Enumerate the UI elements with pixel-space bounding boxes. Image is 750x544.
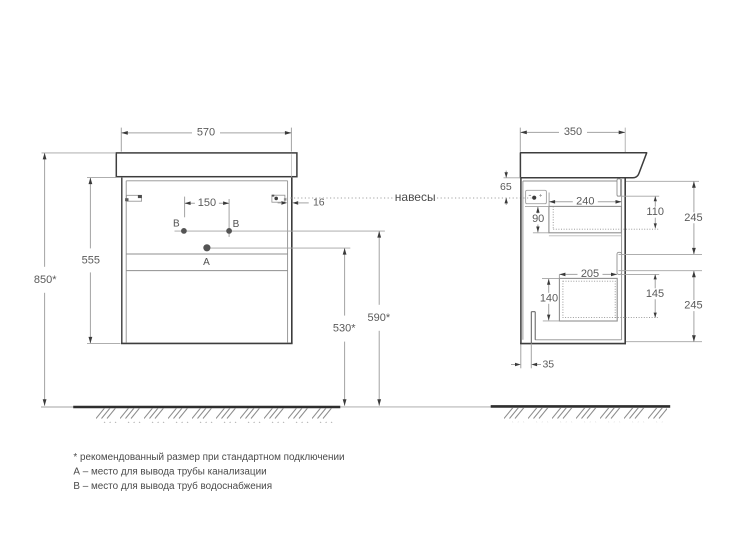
svg-text:110: 110 bbox=[646, 206, 664, 218]
svg-text:850*: 850* bbox=[34, 274, 57, 286]
svg-text:* рекомендованный размер при с: * рекомендованный размер при стандартном… bbox=[73, 452, 344, 463]
svg-text:навесы: навесы bbox=[395, 190, 436, 204]
svg-text:245: 245 bbox=[684, 300, 702, 312]
svg-text:145: 145 bbox=[646, 288, 664, 300]
svg-text:350: 350 bbox=[564, 126, 582, 138]
svg-text:150: 150 bbox=[198, 197, 216, 209]
svg-text:140: 140 bbox=[540, 292, 558, 304]
svg-text:240: 240 bbox=[576, 196, 594, 208]
svg-text:90: 90 bbox=[532, 213, 544, 225]
svg-text:А – место для вывода трубы кан: А – место для вывода трубы канализации bbox=[73, 466, 266, 477]
svg-text:B: B bbox=[233, 219, 240, 230]
svg-text:590*: 590* bbox=[367, 312, 390, 324]
svg-text:35: 35 bbox=[542, 358, 554, 370]
svg-text:245: 245 bbox=[684, 212, 702, 224]
svg-text:555: 555 bbox=[82, 254, 100, 266]
svg-text:B: B bbox=[173, 219, 180, 230]
svg-text:205: 205 bbox=[581, 268, 599, 280]
svg-text:570: 570 bbox=[197, 127, 215, 139]
svg-text:В – место для вывода труб водо: В – место для вывода труб водоснабжения bbox=[73, 481, 272, 492]
svg-text:16: 16 bbox=[313, 197, 325, 209]
svg-text:65: 65 bbox=[500, 181, 512, 193]
svg-text:530*: 530* bbox=[333, 323, 356, 335]
svg-text:A: A bbox=[203, 257, 210, 268]
